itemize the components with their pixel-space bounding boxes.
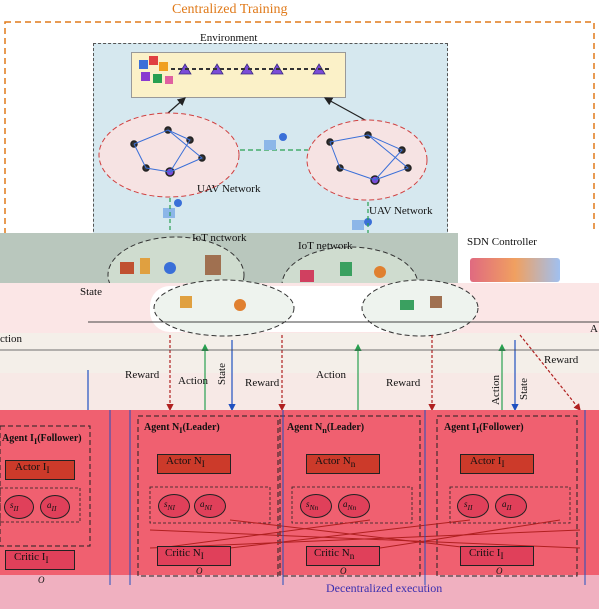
agent-0-actor[interactable] [5, 460, 75, 480]
agent-1-title: Agent NI(Leader) [144, 422, 220, 435]
flow-band-lower [0, 373, 599, 410]
action-label-2: Action [316, 369, 346, 381]
iot-network-left-label: IoT nctwork [192, 232, 247, 244]
agent-0-s-label: sII [10, 500, 19, 513]
uav-network-left-label: UAV Network [197, 183, 261, 195]
sdn-controller-title: SDN Controller [467, 236, 537, 248]
flow-band-mid [0, 333, 599, 373]
agent-3-critic-label: Critic II [469, 547, 504, 562]
agent-2-critic-label: Critic Nn [314, 547, 355, 562]
agent-0-a-node[interactable] [40, 495, 70, 519]
ledger-strip [131, 52, 346, 98]
agent-2-s-node[interactable] [300, 494, 332, 518]
sdn-controller-icon [470, 258, 560, 282]
agent-3-title: Agent II(Follower) [444, 422, 524, 435]
ledger-chain [139, 56, 331, 84]
agent-3-actor-label: Actor II [470, 455, 505, 470]
agent-1-a-node[interactable] [194, 494, 226, 518]
agent-0-actor-label: Actor II [15, 461, 50, 476]
agent-3-s-label: sII [464, 499, 473, 512]
agent-0-a-label: aII [47, 500, 57, 513]
action-left-label: ction [0, 333, 22, 345]
agent-3-s-node[interactable] [457, 494, 489, 518]
environment-title: Environment [200, 32, 258, 44]
agent-2-s-label: sNn [306, 499, 319, 512]
reward-label-1: Reward [125, 369, 160, 381]
agent-3-actor[interactable] [460, 454, 534, 474]
agent-3-o-label: O [496, 566, 503, 576]
agent-1-s-label: sNI [164, 499, 176, 512]
agent-0-critic[interactable] [5, 550, 75, 570]
agent-2-actor[interactable] [306, 454, 380, 474]
a-label-right: A [590, 323, 598, 335]
agent-1-o-label: O [196, 566, 203, 576]
agent-1-critic[interactable] [157, 546, 231, 566]
agent-2-actor-label: Actor Nn [315, 455, 356, 470]
agent-2-a-label: aNn [343, 499, 357, 512]
decentralized-execution-title: Decentralized execution [326, 581, 443, 595]
agent-3-critic[interactable] [460, 546, 534, 566]
action-label-1: Action [178, 375, 208, 387]
decentralized-band [0, 575, 599, 609]
agent-3-a-label: aII [502, 499, 512, 512]
agent-1-s-node[interactable] [158, 494, 190, 518]
reward-label-right: Reward [544, 354, 579, 366]
agent-1-critic-label: Critic NI [165, 547, 204, 562]
agent-1-a-label: aNI [200, 499, 212, 512]
reward-label-2: Reward [245, 377, 280, 389]
agent-0-critic-label: Critic II [14, 551, 49, 566]
agent-1-actor[interactable] [157, 454, 231, 474]
centralized-training-title: Centralized Training [172, 2, 288, 17]
agent-0-s-node[interactable] [4, 495, 34, 519]
agent-1-actor-label: Actor NI [166, 455, 205, 470]
agent-0-o-label: O [38, 575, 45, 585]
reward-label-3: Reward [386, 377, 421, 389]
agent-2-title: Agent Nn(Leader) [287, 422, 365, 435]
iot-network-right-label: IoT network [298, 240, 353, 252]
agent-3-a-node[interactable] [495, 494, 527, 518]
agent-2-a-node[interactable] [338, 494, 370, 518]
uav-network-right-label: UAV Network [369, 205, 433, 217]
agent-2-critic[interactable] [306, 546, 380, 566]
state-left-label: State [80, 286, 102, 298]
agent-0-title: Agent II(Follower) [2, 433, 82, 446]
agent-2-o-label: O [340, 566, 347, 576]
